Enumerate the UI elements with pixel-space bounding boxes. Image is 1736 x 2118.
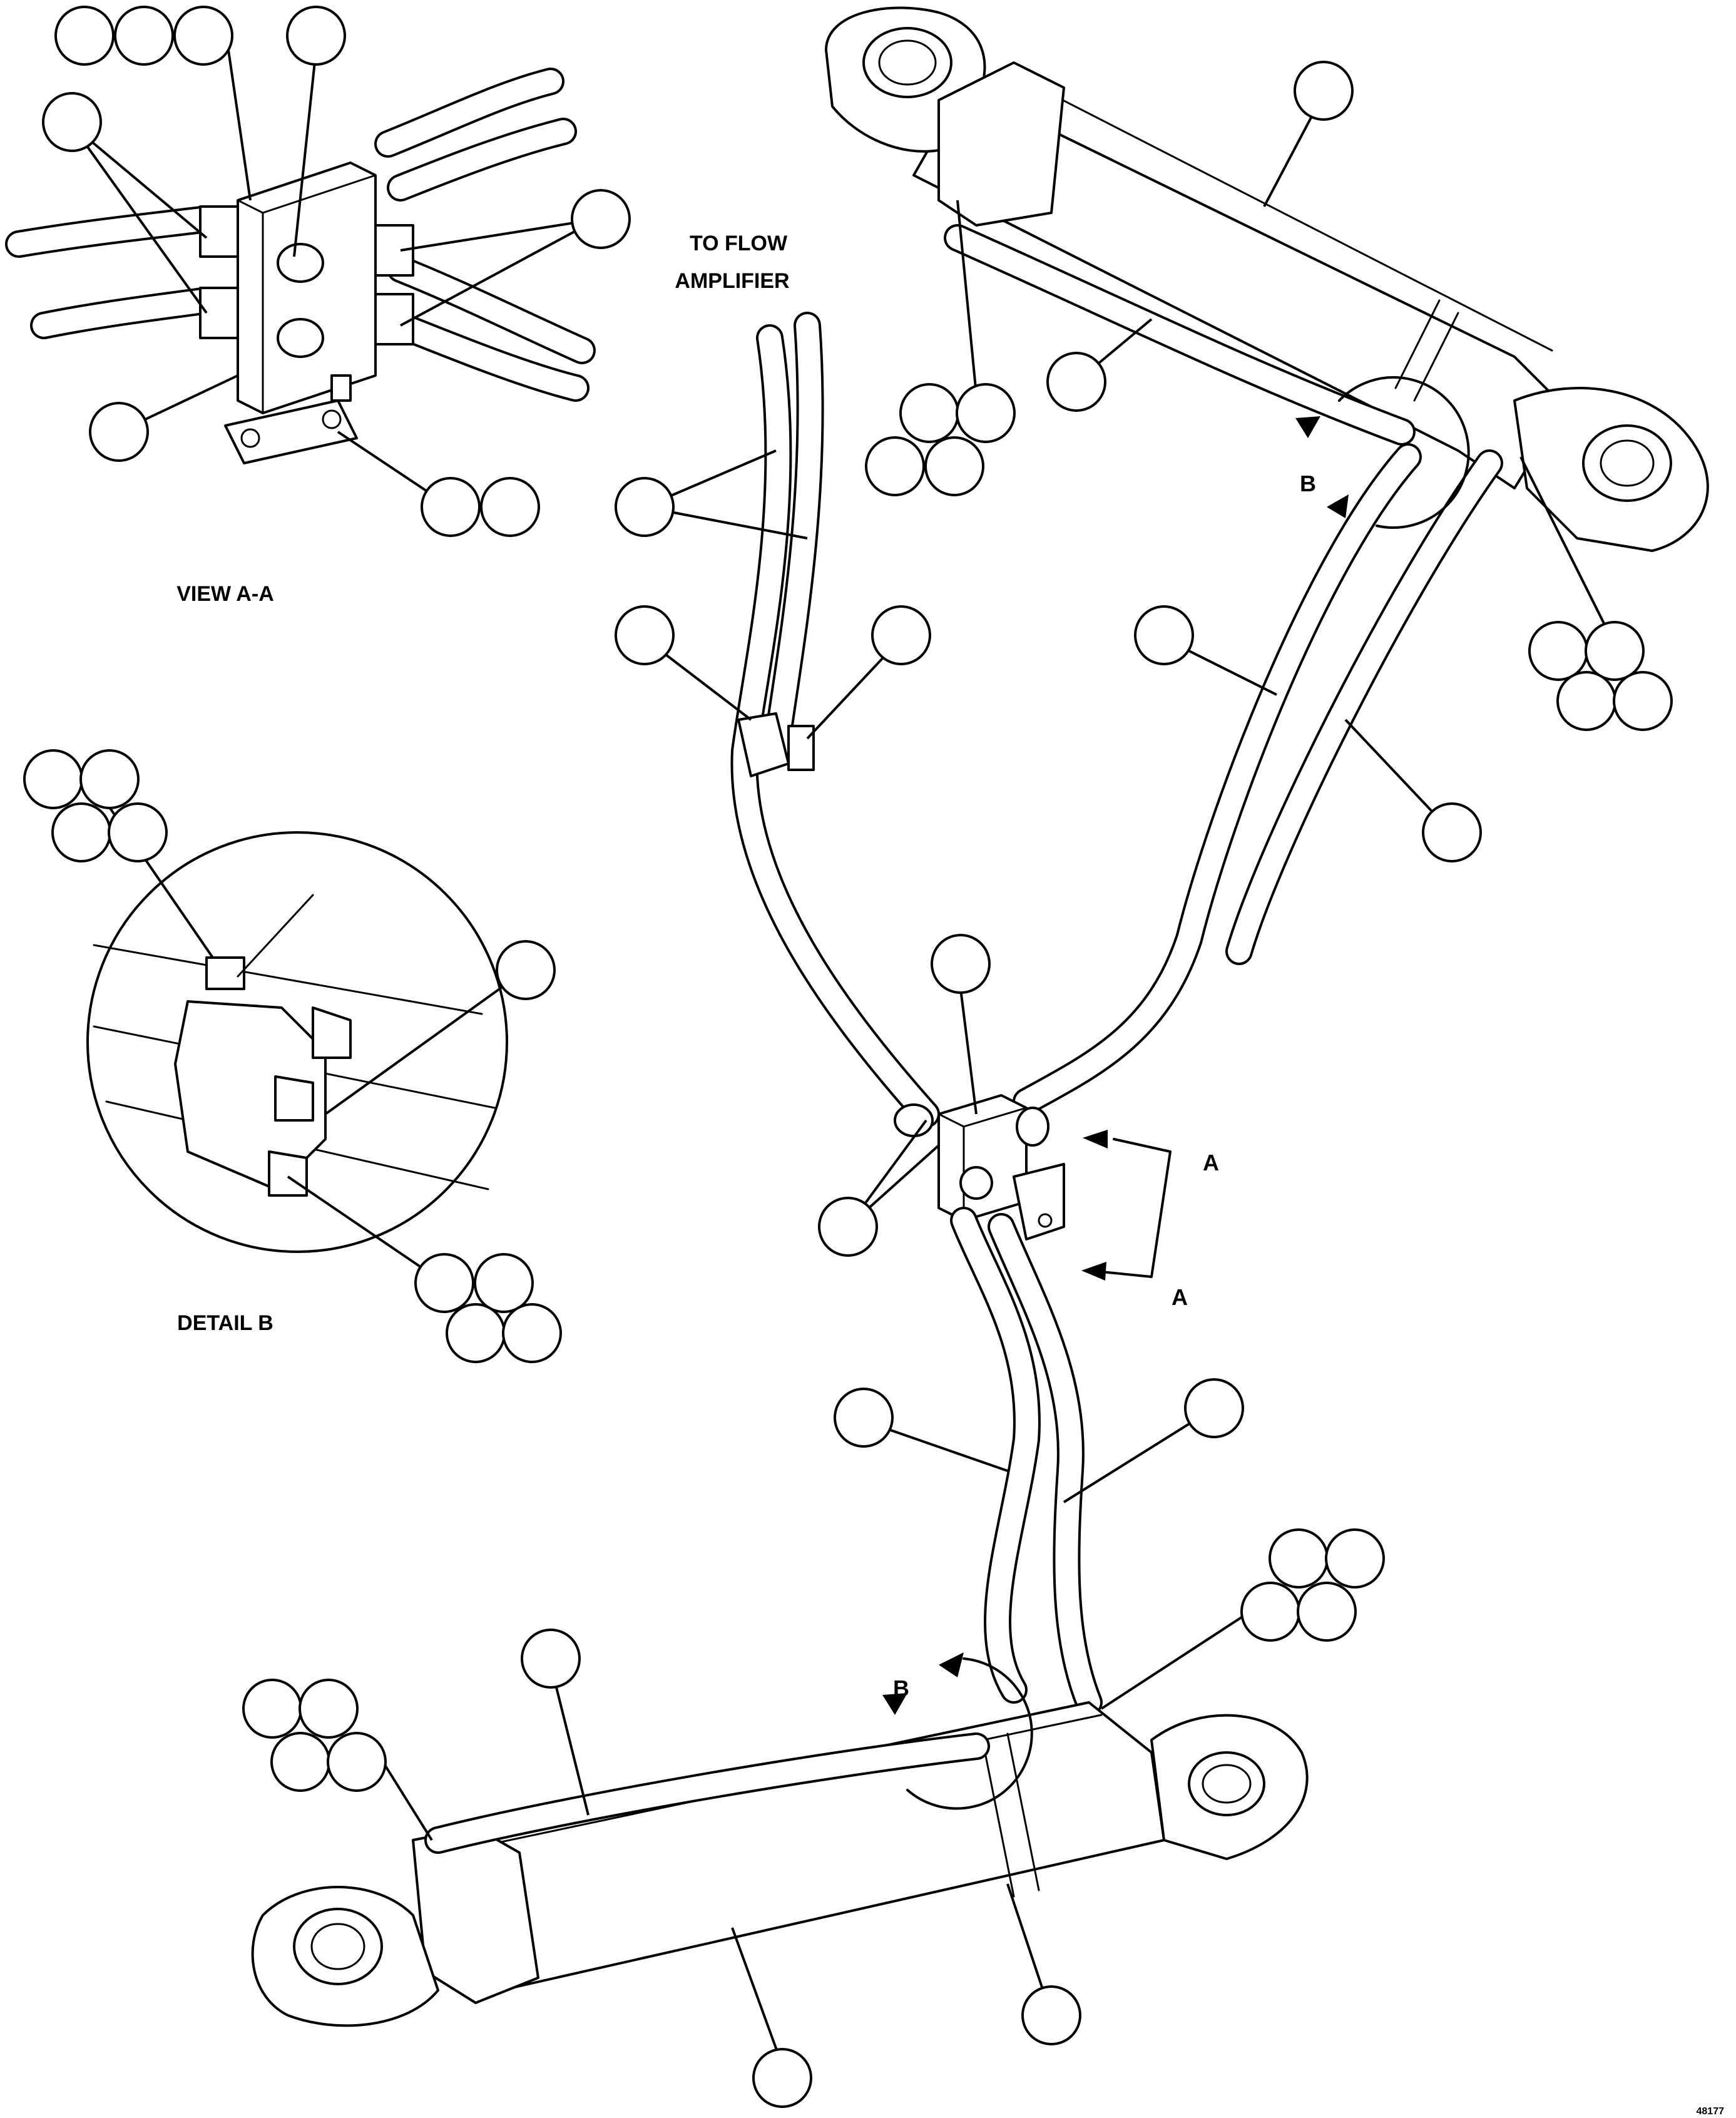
upper-hydraulic-cylinder: [825, 6, 1709, 552]
callout-balloon: [89, 402, 149, 462]
leader-line: [293, 49, 317, 257]
callout-balloon: [496, 940, 556, 1000]
callout-balloon: [1613, 671, 1673, 731]
callout-balloon: [924, 436, 984, 496]
callout-balloon: [931, 934, 991, 994]
callout-balloon: [23, 749, 83, 809]
callout-balloon: [421, 477, 481, 537]
leader-line: [549, 1664, 590, 1816]
leader-line: [71, 124, 208, 314]
callout-balloon: [871, 605, 931, 665]
detail-b-top-marker: B: [1300, 471, 1316, 496]
callout-balloon: [480, 477, 540, 537]
leader-line: [400, 218, 598, 327]
callout-balloon: [615, 605, 675, 665]
to-flow-label: TO FLOW: [690, 232, 788, 255]
callout-balloon: [446, 1303, 506, 1363]
callout-balloon: [1297, 1582, 1357, 1642]
section-a-top-label: A: [1203, 1150, 1219, 1175]
callout-balloon: [1046, 352, 1106, 412]
detail-b-markers: [906, 376, 1470, 1810]
callout-balloon: [502, 1303, 562, 1363]
callout-balloon: [114, 6, 174, 66]
leader-line: [1519, 456, 1613, 639]
amplifier-label: AMPLIFIER: [675, 269, 789, 293]
callout-balloon: [899, 383, 959, 443]
view-aa-manifold: [5, 68, 596, 464]
callout-balloons: [23, 6, 1673, 2108]
upper-cylinder-hoses: [1013, 443, 1503, 1115]
callout-balloon: [79, 749, 140, 809]
leader-line: [400, 218, 598, 252]
callout-balloon: [54, 6, 115, 66]
callout-balloon: [571, 189, 631, 249]
flow-amplifier-hoses: [730, 312, 940, 1128]
callout-balloon: [1021, 1985, 1081, 2045]
callout-balloon: [299, 1679, 359, 1739]
callout-balloon: [1269, 1528, 1329, 1588]
callout-balloon: [1294, 61, 1354, 121]
leader-line: [959, 988, 978, 1115]
leader-line: [324, 969, 527, 1115]
callout-balloon: [818, 1197, 878, 1257]
callout-balloon: [865, 436, 925, 496]
callout-balloon: [286, 6, 346, 66]
callout-balloon: [270, 1732, 330, 1792]
callout-balloon: [108, 802, 168, 862]
callout-balloon: [1556, 671, 1616, 731]
detail-b-label: DETAIL B: [177, 1311, 273, 1335]
callout-balloon: [956, 383, 1016, 443]
callout-balloon: [1585, 621, 1645, 681]
detail-b-circle: [86, 831, 508, 1253]
callout-balloon: [521, 1629, 581, 1689]
callout-balloon: [327, 1732, 387, 1792]
callout-balloon: [1134, 605, 1194, 665]
callout-balloon: [1422, 802, 1482, 862]
callout-balloon: [834, 1388, 894, 1448]
leader-line: [287, 1175, 446, 1284]
callout-balloon: [242, 1679, 302, 1739]
detail-b-bottom-marker: B: [893, 1675, 909, 1701]
center-valve-block: [894, 1094, 1065, 1241]
lower-cylinder-hoses: [950, 1207, 1103, 1716]
leader-line: [227, 49, 252, 201]
callout-balloon: [1325, 1528, 1385, 1588]
section-a-arrows: [882, 416, 1349, 1715]
leader-line: [956, 200, 978, 395]
callout-balloon: [1528, 621, 1588, 681]
callout-balloon: [615, 477, 675, 537]
leader-line: [731, 1927, 784, 2066]
callout-balloon: [752, 2048, 812, 2108]
callout-balloon: [1240, 1582, 1300, 1642]
callout-balloon: [173, 6, 233, 66]
callout-balloon: [51, 802, 111, 862]
text-labels: TO FLOW AMPLIFIER VIEW A-A DETAIL B A A …: [176, 232, 1724, 2117]
callout-balloon: [414, 1253, 474, 1313]
leader-line: [71, 124, 208, 239]
callout-balloon: [474, 1253, 534, 1313]
leader-line: [1100, 1614, 1247, 1710]
callout-balloon: [42, 92, 102, 152]
view-aa-label: VIEW A-A: [176, 582, 274, 606]
figure-number: 48177: [1697, 2106, 1725, 2117]
lower-hydraulic-cylinder: [251, 1701, 1309, 2027]
callout-balloon: [1184, 1378, 1244, 1438]
section-a-bottom-label: A: [1172, 1284, 1188, 1310]
